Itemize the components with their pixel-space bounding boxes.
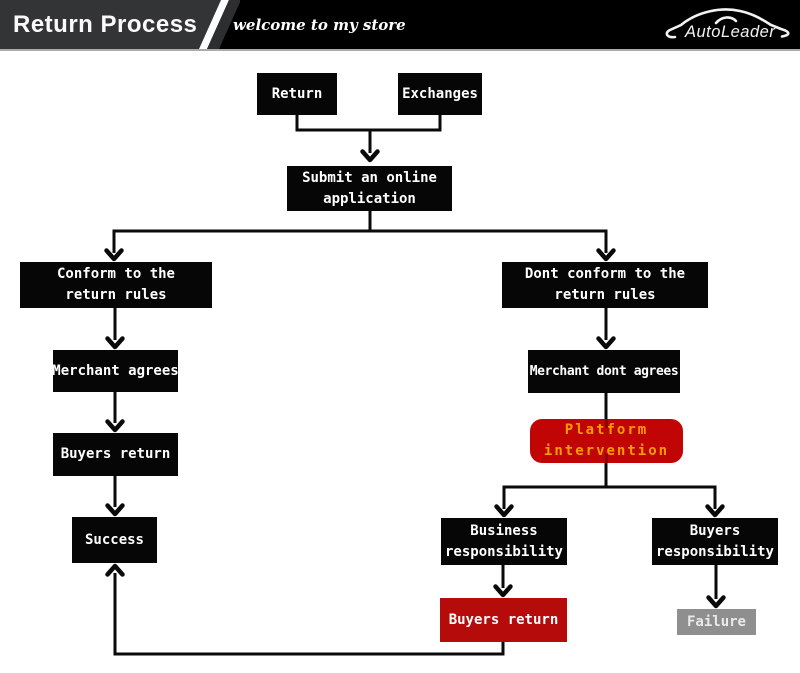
node-return: Return: [257, 73, 337, 115]
arrow-down-icon: [105, 503, 125, 517]
node-label: Submit an online: [302, 170, 437, 187]
node-buyers-return: Buyers return: [53, 433, 178, 476]
node-label: return rules: [554, 287, 656, 303]
node-label: Conform to the: [56, 266, 175, 282]
node-success: Success: [72, 517, 157, 563]
node-merchant-dont-agrees: Merchant dont agrees: [528, 350, 680, 393]
node-label: Exchanges: [402, 85, 478, 102]
node-label: Merchant dont agrees: [529, 363, 679, 379]
arrow-down-icon: [596, 248, 616, 262]
page-title: Return Process: [13, 10, 198, 38]
brand-logo: AutoLeader: [664, 3, 792, 47]
car-outline-icon: [665, 8, 790, 39]
node-label: return rules: [65, 287, 167, 303]
node-label: Business: [470, 522, 538, 539]
arrow-down-icon: [105, 336, 125, 350]
node-failure: Failure: [677, 609, 756, 635]
arrow-down-icon: [104, 248, 124, 262]
header-bar: Return Process welcome to my store AutoL…: [0, 0, 800, 51]
node-label: responsibility: [655, 543, 774, 560]
node-label: application: [323, 190, 416, 207]
header-left-panel: [0, 0, 221, 49]
arrow-down-icon: [596, 336, 616, 350]
arrow-down-icon: [706, 595, 726, 609]
node-dont-conform-rules: Dont conform to the return rules: [502, 262, 708, 308]
brand-name: AutoLeader: [685, 23, 776, 41]
node-label: Platform: [564, 422, 649, 438]
arrow-down-icon: [360, 149, 380, 163]
node-exchanges: Exchanges: [398, 73, 482, 115]
node-label: responsibility: [444, 543, 563, 560]
node-label: Failure: [686, 613, 746, 630]
node-submit-application: Submit an online application: [287, 166, 452, 211]
node-conform-rules: Conform to the return rules: [20, 262, 212, 308]
node-business-responsibility: Business responsibility: [441, 518, 567, 565]
node-buyers-return-red: Buyers return: [440, 598, 567, 642]
arrow-down-icon: [494, 504, 514, 518]
node-label: Buyers: [689, 522, 741, 539]
arrow-down-icon: [105, 419, 125, 433]
arrow-down-icon: [493, 584, 513, 598]
node-buyers-responsibility: Buyers responsibility: [652, 518, 778, 565]
node-label: Success: [84, 531, 144, 548]
node-label: Return: [271, 85, 323, 102]
arrow-down-icon: [705, 504, 725, 518]
node-label: Dont conform to the: [524, 266, 686, 282]
arrow-up-icon: [105, 563, 125, 577]
node-label: Merchant agrees: [52, 362, 179, 379]
node-label: Buyers return: [60, 446, 171, 462]
node-merchant-agrees: Merchant agrees: [52, 350, 179, 392]
node-label: Buyers return: [448, 611, 559, 628]
node-label: intervention: [543, 443, 670, 459]
store-tagline: welcome to my store: [233, 15, 406, 34]
node-platform-intervention: Platform intervention: [530, 419, 683, 463]
